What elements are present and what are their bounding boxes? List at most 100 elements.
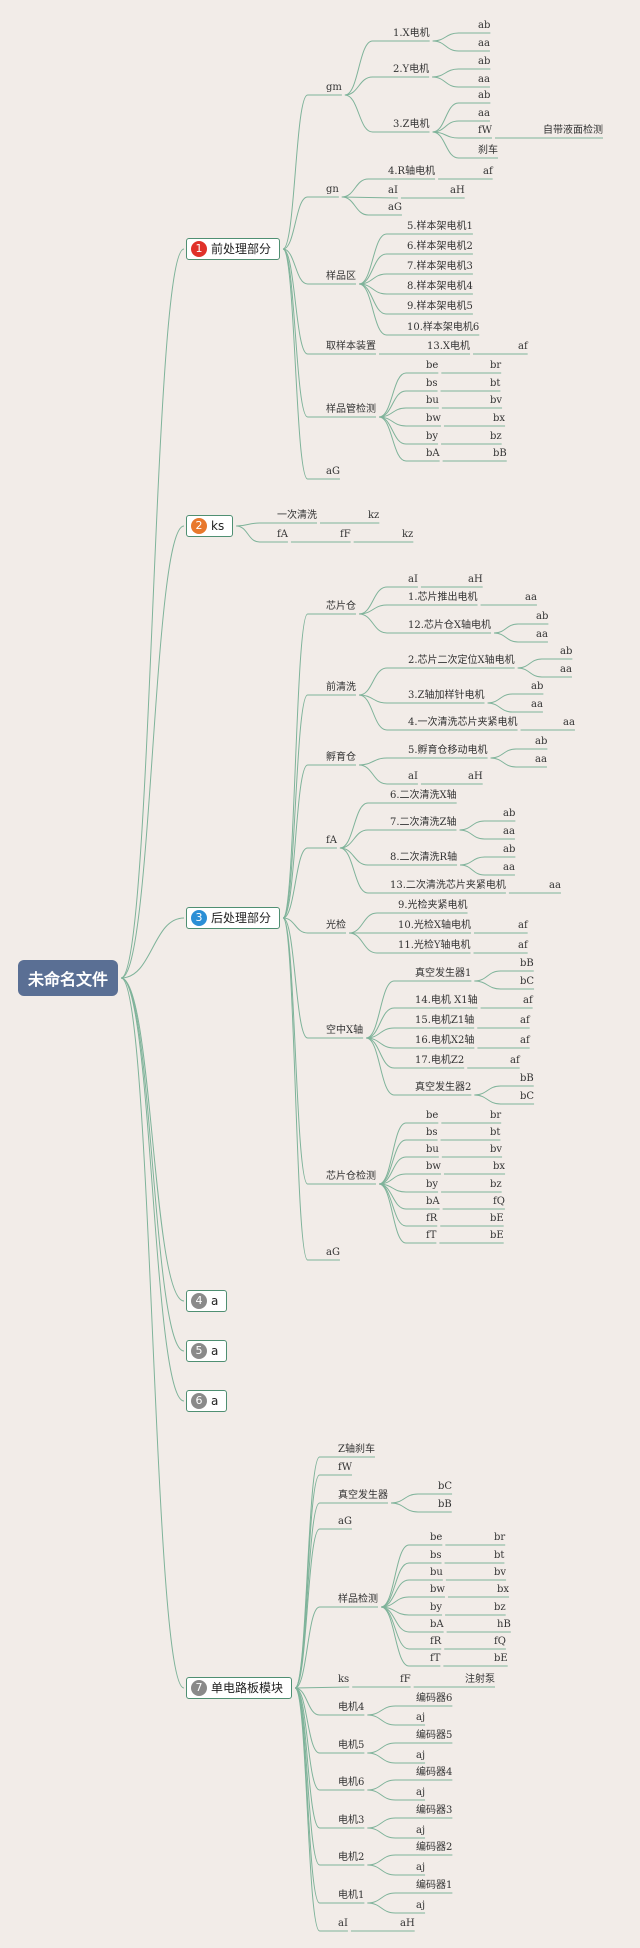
node-a20[interactable]: 样品区 (326, 271, 356, 282)
node-c55[interactable]: 芯片仓检测 (326, 1171, 376, 1182)
node-a43[interactable]: aG (326, 466, 340, 477)
node-c53[interactable]: bB (520, 1073, 534, 1084)
node-a9[interactable]: ab (478, 90, 491, 101)
node-d24[interactable]: ks (338, 1674, 350, 1685)
root-topic[interactable]: 未命名文件 (18, 960, 119, 996)
node-a39[interactable]: by (426, 431, 439, 442)
node-c36[interactable]: 10.光检X轴电机 (398, 920, 472, 931)
node-c13[interactable]: 3.Z轴加样针电机 (408, 690, 485, 701)
node-c56[interactable]: be (426, 1110, 439, 1121)
node-d6[interactable]: aG (338, 1516, 352, 1527)
node-a1[interactable]: gm (326, 82, 342, 93)
node-d5[interactable]: bB (438, 1499, 452, 1510)
node-a6[interactable]: ab (478, 56, 491, 67)
node-d23[interactable]: bE (494, 1653, 508, 1664)
node-a8[interactable]: 3.Z电机 (393, 119, 430, 130)
node-c51[interactable]: af (510, 1055, 520, 1066)
node-d4[interactable]: bC (438, 1481, 453, 1492)
node-d18[interactable]: bA (430, 1619, 444, 1630)
node-c65[interactable]: bz (490, 1179, 502, 1190)
node-c7[interactable]: ab (536, 611, 549, 622)
node-d26[interactable]: 注射泵 (465, 1674, 495, 1685)
node-c16[interactable]: 4.一次清洗芯片夹紧电机 (408, 717, 518, 728)
node-d21[interactable]: fQ (494, 1636, 506, 1647)
node-c18[interactable]: 孵育仓 (326, 752, 356, 763)
node-a33[interactable]: bs (426, 378, 438, 389)
node-d9[interactable]: br (494, 1532, 506, 1543)
node-c2[interactable]: aI (408, 574, 418, 585)
node-d1[interactable]: Z轴刹车 (338, 1444, 375, 1455)
node-d29[interactable]: aj (416, 1712, 426, 1723)
node-d27[interactable]: 电机4 (338, 1702, 365, 1713)
node-d36[interactable]: 电机3 (338, 1815, 365, 1826)
node-c23[interactable]: aH (468, 771, 483, 782)
node-c71[interactable]: bE (490, 1230, 504, 1241)
node-c8[interactable]: aa (536, 629, 548, 640)
node-b2[interactable]: kz (368, 510, 380, 521)
node-c33[interactable]: aa (549, 880, 561, 891)
node-d38[interactable]: aj (416, 1825, 426, 1836)
node-c5[interactable]: aa (525, 592, 537, 603)
node-d11[interactable]: bt (494, 1550, 505, 1561)
node-d13[interactable]: bv (494, 1567, 507, 1578)
node-d44[interactable]: aj (416, 1900, 426, 1911)
node-a32[interactable]: br (490, 360, 502, 371)
node-c70[interactable]: fT (426, 1230, 437, 1241)
node-d7[interactable]: 样品检测 (338, 1594, 378, 1605)
node-a15[interactable]: 4.R轴电机 (388, 166, 436, 177)
node-c20[interactable]: ab (535, 736, 548, 747)
node-a34[interactable]: bt (490, 378, 501, 389)
node-d3[interactable]: 真空发生器 (338, 1490, 388, 1501)
node-c52[interactable]: 真空发生器2 (415, 1082, 472, 1093)
node-d30[interactable]: 电机5 (338, 1740, 365, 1751)
node-a35[interactable]: bu (426, 395, 439, 406)
node-d12[interactable]: bu (430, 1567, 443, 1578)
node-c44[interactable]: 14.电机 X1轴 (415, 995, 478, 1006)
node-c58[interactable]: bs (426, 1127, 438, 1138)
node-c29[interactable]: 8.二次清洗R轴 (390, 852, 458, 863)
node-a25[interactable]: 9.样本架电机5 (407, 301, 473, 312)
node-c12[interactable]: aa (560, 664, 572, 675)
node-c35[interactable]: 9.光检夹紧电机 (398, 900, 468, 911)
node-d10[interactable]: bs (430, 1550, 442, 1561)
node-c27[interactable]: ab (503, 808, 516, 819)
node-a19[interactable]: aG (388, 202, 402, 213)
node-b3[interactable]: fA (277, 529, 288, 540)
node-a18[interactable]: aH (450, 185, 465, 196)
node-c60[interactable]: bu (426, 1144, 439, 1155)
node-d2[interactable]: fW (338, 1462, 352, 1473)
node-d16[interactable]: by (430, 1602, 443, 1613)
node-c39[interactable]: af (518, 940, 528, 951)
node-c62[interactable]: bw (426, 1161, 441, 1172)
node-a5[interactable]: 2.Y电机 (393, 64, 430, 75)
node-c59[interactable]: bt (490, 1127, 501, 1138)
node-a23[interactable]: 7.样本架电机3 (407, 261, 473, 272)
node-a40[interactable]: bz (490, 431, 502, 442)
node-c45[interactable]: af (523, 995, 533, 1006)
node-c41[interactable]: 真空发生器1 (415, 968, 472, 979)
node-c61[interactable]: bv (490, 1144, 503, 1155)
node-a12[interactable]: 自带液面检测 (543, 125, 603, 136)
node-c15[interactable]: aa (531, 699, 543, 710)
node-b4[interactable]: fF (340, 529, 351, 540)
node-c19[interactable]: 5.孵育仓移动电机 (408, 745, 488, 756)
node-c48[interactable]: 16.电机X2轴 (415, 1035, 475, 1046)
node-a10[interactable]: aa (478, 108, 490, 119)
node-d35[interactable]: aj (416, 1787, 426, 1798)
node-c40[interactable]: 空中X轴 (326, 1025, 364, 1036)
node-c72[interactable]: aG (326, 1247, 340, 1258)
node-d28[interactable]: 编码器6 (416, 1693, 453, 1704)
node-c1[interactable]: 芯片仓 (326, 601, 356, 612)
node-c17[interactable]: aa (563, 717, 575, 728)
node-d8[interactable]: be (430, 1532, 443, 1543)
node-a13[interactable]: 刹车 (478, 145, 498, 156)
node-c21[interactable]: aa (535, 754, 547, 765)
node-c63[interactable]: bx (493, 1161, 506, 1172)
node-a16[interactable]: af (483, 166, 493, 177)
node-d20[interactable]: fR (430, 1636, 442, 1647)
node-c54[interactable]: bC (520, 1091, 535, 1102)
node-d45[interactable]: aI (338, 1918, 348, 1929)
node-d25[interactable]: fF (400, 1674, 411, 1685)
